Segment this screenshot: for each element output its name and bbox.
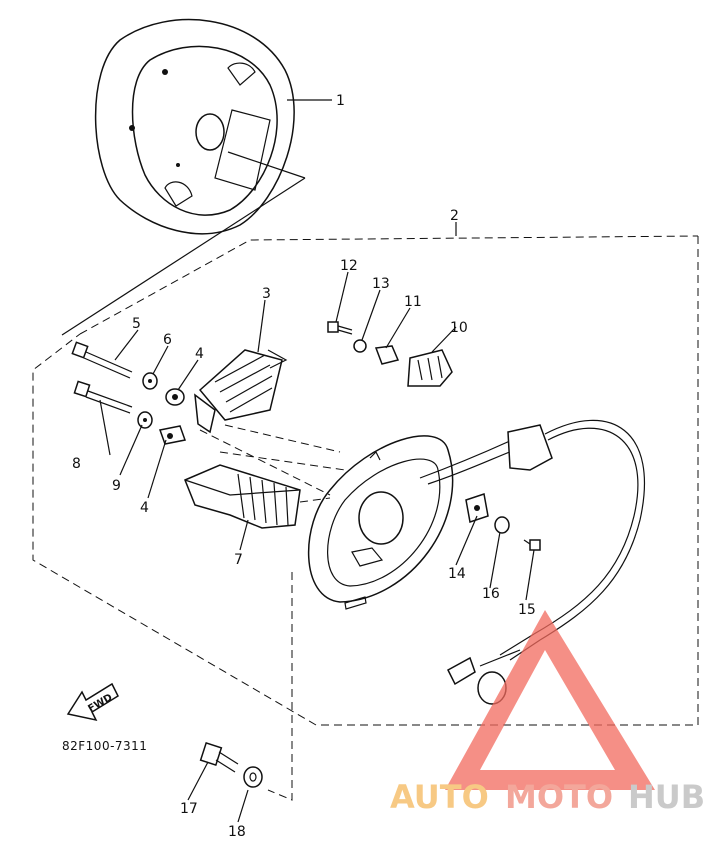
clamp-4-lower [159, 425, 186, 445]
callout-4-upper: 4 [195, 346, 204, 362]
lead-wire-harness [419, 419, 645, 705]
watermark-moto: MOTO [505, 778, 613, 816]
watermark-auto: AUTO [390, 778, 489, 816]
washer-16 [494, 516, 510, 534]
callout-16: 16 [482, 586, 500, 602]
bolt-12 [327, 321, 353, 335]
callout-5: 5 [132, 316, 141, 332]
callout-11: 11 [404, 294, 422, 310]
charging-coil [184, 464, 301, 529]
rotor-flywheel [94, 18, 295, 235]
stator-base-plate [307, 435, 454, 610]
callout-9: 9 [112, 478, 121, 494]
callout-17: 17 [180, 801, 198, 817]
callout-7: 7 [234, 552, 243, 568]
leader-lines [99, 222, 535, 823]
washer-18 [243, 766, 263, 788]
callout-1: 1 [336, 93, 345, 109]
callout-3: 3 [262, 286, 271, 302]
washer-9 [137, 411, 153, 429]
callout-8: 8 [72, 456, 81, 472]
watermark-hub: HUB [628, 778, 705, 816]
bolt-17 [199, 742, 239, 773]
callout-18: 18 [228, 824, 246, 840]
callout-15: 15 [518, 602, 536, 618]
screw-5 [71, 341, 133, 379]
callout-13: 13 [372, 276, 390, 292]
callout-4-lower: 4 [140, 500, 149, 516]
screw-15 [523, 539, 541, 551]
screw-8 [73, 380, 133, 414]
callout-14: 14 [448, 566, 466, 582]
automotohub-watermark: AUTO MOTO HUB [390, 610, 705, 816]
callout-2: 2 [450, 208, 459, 224]
watermark-triangle-icon [445, 610, 655, 790]
connector-10 [407, 349, 453, 387]
washer-13 [353, 339, 367, 353]
diagram-code: 82F100-7311 [62, 739, 147, 753]
callout-6: 6 [163, 332, 172, 348]
clamp-14 [465, 493, 489, 523]
clamp-4-upper [165, 388, 185, 406]
clamp-11 [374, 345, 400, 365]
washer-6 [142, 372, 158, 390]
callout-10: 10 [450, 320, 468, 336]
forward-arrow-icon: FWD [66, 682, 119, 722]
callout-12: 12 [340, 258, 358, 274]
pickup-coil [194, 349, 288, 434]
